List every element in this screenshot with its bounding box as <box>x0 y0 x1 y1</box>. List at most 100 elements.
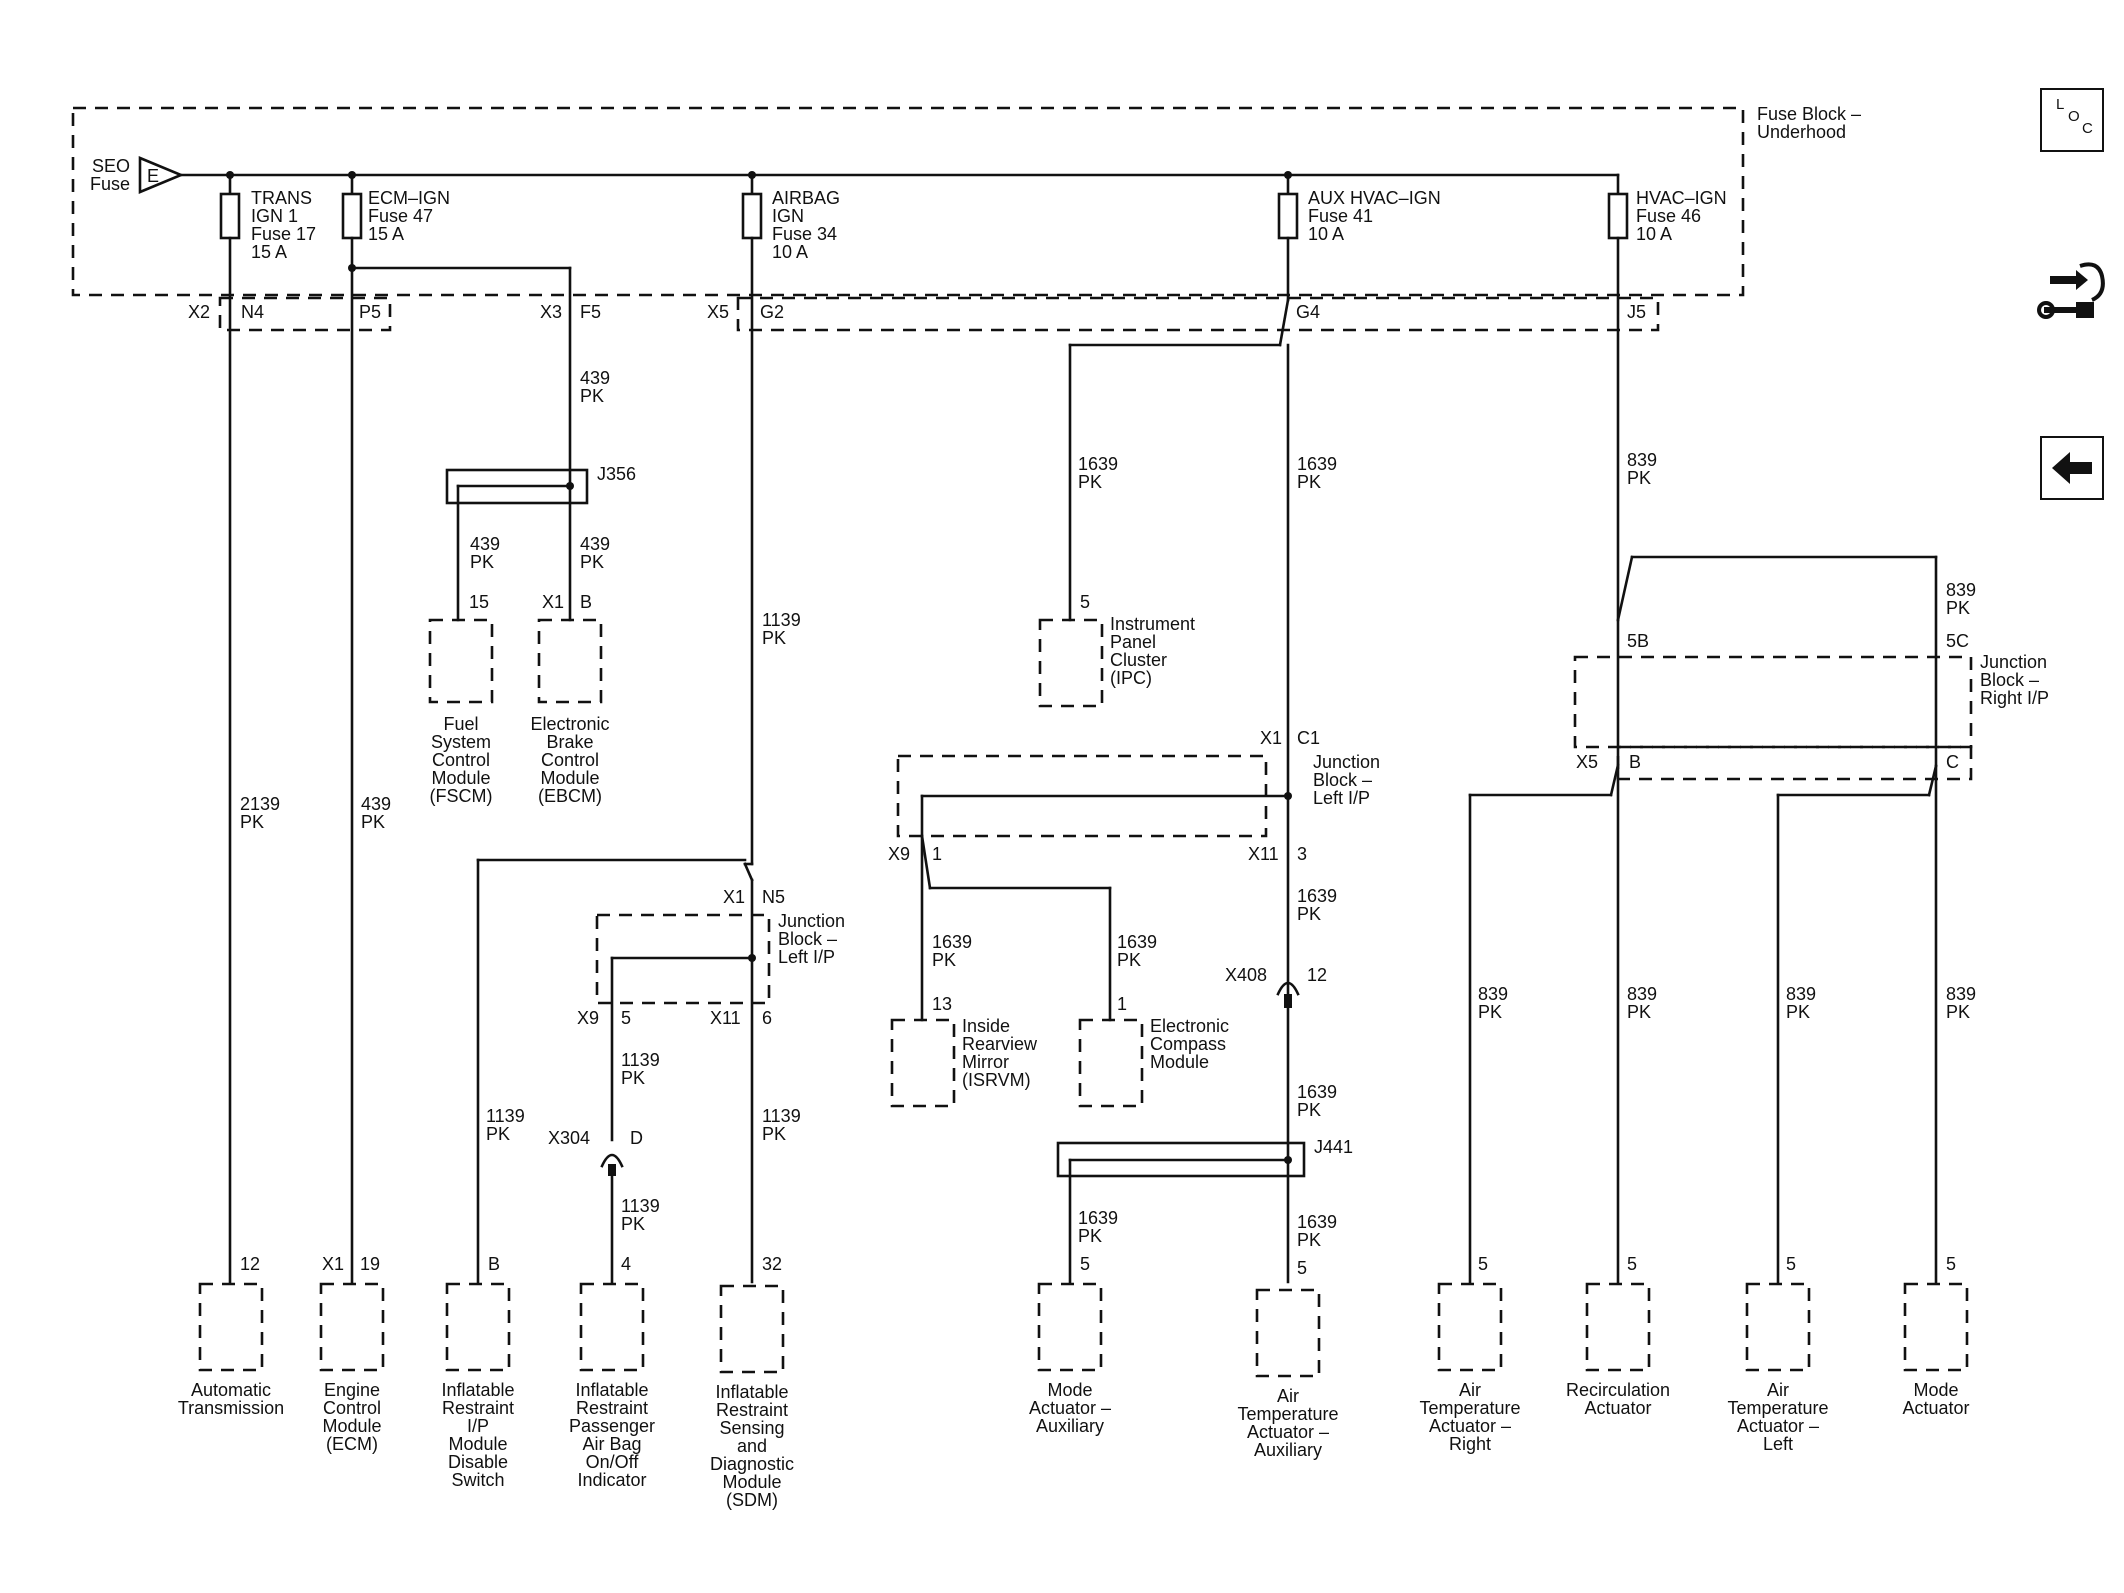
fuse-airbag-ign: AIRBAG IGN Fuse 34 10 A <box>741 171 840 262</box>
svg-text:5B: 5B <box>1627 631 1649 651</box>
svg-text:Mode: Mode <box>1913 1380 1958 1400</box>
loc-letter-o: O <box>2068 108 2080 125</box>
component-ebcm: Electronic Brake Control Module (EBCM) <box>530 618 610 806</box>
svg-text:5: 5 <box>1080 592 1090 612</box>
svg-text:B: B <box>1629 752 1641 772</box>
svg-text:PK: PK <box>762 1124 786 1144</box>
connector-strips: X2 N4 P5 X3 F5 X5 G2 G4 J5 <box>188 296 1660 332</box>
svg-text:X408: X408 <box>1225 965 1267 985</box>
svg-text:X5: X5 <box>707 302 729 322</box>
svg-text:5: 5 <box>621 1008 631 1028</box>
svg-text:PK: PK <box>621 1214 645 1234</box>
svg-text:PK: PK <box>932 950 956 970</box>
svg-text:839: 839 <box>1786 984 1816 1004</box>
svg-text:5: 5 <box>1627 1254 1637 1274</box>
svg-text:1639: 1639 <box>1297 454 1337 474</box>
svg-text:32: 32 <box>762 1254 782 1274</box>
svg-text:Control: Control <box>323 1398 381 1418</box>
svg-text:Actuator –: Actuator – <box>1247 1422 1329 1442</box>
svg-text:Mirror: Mirror <box>962 1052 1009 1072</box>
svg-text:AIRBAG: AIRBAG <box>772 188 840 208</box>
svg-text:1639: 1639 <box>932 932 972 952</box>
svg-text:X5: X5 <box>1576 752 1598 772</box>
component-compass: Electronic Compass Module <box>1078 1016 1229 1108</box>
component-sdm: 32 Inflatable Restraint Sensing and Diag… <box>710 1254 794 1510</box>
svg-text:X2: X2 <box>188 302 210 322</box>
svg-text:X3: X3 <box>540 302 562 322</box>
svg-text:439: 439 <box>580 534 610 554</box>
svg-text:Module: Module <box>1150 1052 1209 1072</box>
svg-text:Passenger: Passenger <box>569 1416 655 1436</box>
svg-text:439: 439 <box>580 368 610 388</box>
svg-text:839: 839 <box>1478 984 1508 1004</box>
svg-text:1139: 1139 <box>621 1050 660 1070</box>
svg-text:F5: F5 <box>580 302 601 322</box>
back-arrow-icon[interactable] <box>2040 436 2104 500</box>
svg-text:B: B <box>488 1254 500 1274</box>
svg-text:1139: 1139 <box>621 1196 660 1216</box>
svg-text:PK: PK <box>1078 1226 1102 1246</box>
svg-text:(FSCM): (FSCM) <box>430 786 493 806</box>
svg-text:Auxiliary: Auxiliary <box>1036 1416 1104 1436</box>
seo-fuse-symbol <box>138 156 185 194</box>
svg-text:5: 5 <box>1080 1254 1090 1274</box>
svg-text:Auxiliary: Auxiliary <box>1254 1440 1322 1460</box>
svg-text:Automatic: Automatic <box>191 1380 271 1400</box>
svg-text:1139: 1139 <box>486 1106 525 1126</box>
svg-text:Transmission: Transmission <box>178 1398 284 1418</box>
component-disable-switch: B Inflatable Restraint I/P Module Disabl… <box>441 1254 514 1490</box>
svg-text:Electronic: Electronic <box>1150 1016 1229 1036</box>
svg-text:PK: PK <box>1627 1002 1651 1022</box>
svg-text:PK: PK <box>762 628 786 648</box>
seo-fuse-label-2: Fuse <box>90 174 130 194</box>
loc-icon[interactable]: L O C <box>2040 88 2104 152</box>
svg-text:839: 839 <box>1627 450 1657 470</box>
svg-text:J356: J356 <box>597 464 636 484</box>
svg-text:Block –: Block – <box>1313 770 1372 790</box>
svg-text:X1: X1 <box>542 592 564 612</box>
svg-text:12: 12 <box>240 1254 260 1274</box>
svg-text:(IPC): (IPC) <box>1110 668 1152 688</box>
svg-text:PK: PK <box>1078 472 1102 492</box>
svg-text:G2: G2 <box>760 302 784 322</box>
svg-text:6: 6 <box>762 1008 772 1028</box>
svg-text:839: 839 <box>1946 984 1976 1004</box>
svg-text:PK: PK <box>1117 950 1141 970</box>
svg-text:C: C <box>1946 752 1959 772</box>
loc-letter-l: L <box>2056 96 2065 113</box>
svg-text:Right I/P: Right I/P <box>1980 688 2049 708</box>
component-air-temp-right: 5 Air Temperature Actuator – Right <box>1419 1254 1520 1454</box>
svg-text:Control: Control <box>432 750 490 770</box>
svg-text:Module: Module <box>448 1434 507 1454</box>
svg-text:12: 12 <box>1307 965 1327 985</box>
svg-text:C1: C1 <box>1297 728 1320 748</box>
svg-text:Inflatable: Inflatable <box>715 1382 788 1402</box>
svg-text:Left I/P: Left I/P <box>1313 788 1370 808</box>
svg-text:I/P: I/P <box>467 1416 489 1436</box>
connector-wrench-icon[interactable] <box>2036 250 2108 330</box>
svg-text:IGN 1: IGN 1 <box>251 206 298 226</box>
component-automatic-transmission: 12 Automatic Transmission <box>178 1254 284 1418</box>
svg-text:Actuator –: Actuator – <box>1429 1416 1511 1436</box>
svg-text:Temperature: Temperature <box>1419 1398 1520 1418</box>
svg-text:(ISRVM): (ISRVM) <box>962 1070 1031 1090</box>
splice-j356 <box>445 468 589 505</box>
svg-text:Temperature: Temperature <box>1727 1398 1828 1418</box>
svg-text:PK: PK <box>361 812 385 832</box>
svg-text:On/Off: On/Off <box>586 1452 640 1472</box>
svg-text:G4: G4 <box>1296 302 1320 322</box>
svg-text:Actuator: Actuator <box>1902 1398 1969 1418</box>
svg-text:1639: 1639 <box>1078 454 1118 474</box>
svg-text:(ECM): (ECM) <box>326 1434 378 1454</box>
component-ecm: X1 19 Engine Control Module (ECM) <box>319 1254 385 1454</box>
svg-text:Brake: Brake <box>546 732 593 752</box>
svg-text:Module: Module <box>431 768 490 788</box>
svg-text:Instrument: Instrument <box>1110 614 1195 634</box>
svg-text:PK: PK <box>1297 1100 1321 1120</box>
svg-text:Actuator: Actuator <box>1584 1398 1651 1418</box>
component-recirculation-actuator: 5 Recirculation Actuator <box>1566 1254 1670 1418</box>
svg-text:Block –: Block – <box>778 929 837 949</box>
svg-text:10 A: 10 A <box>1636 224 1672 244</box>
svg-text:1139: 1139 <box>762 1106 801 1126</box>
svg-text:1: 1 <box>932 844 942 864</box>
